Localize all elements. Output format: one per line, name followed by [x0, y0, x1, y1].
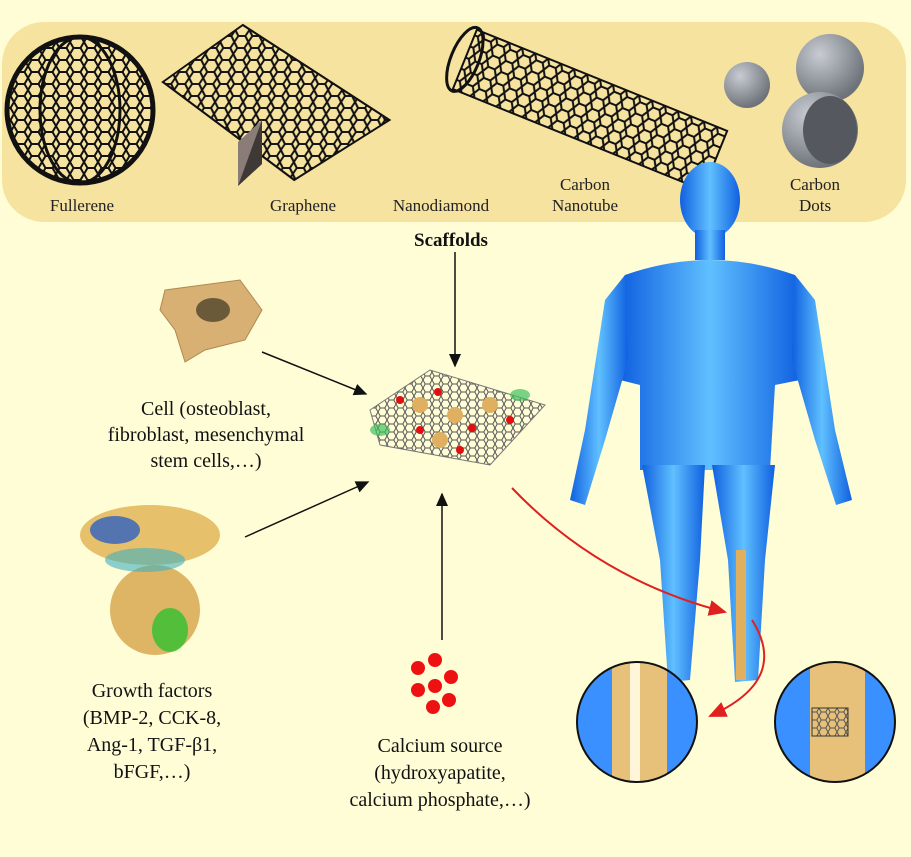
input-arrows	[244, 252, 461, 640]
cell-icon	[159, 279, 263, 363]
cell-label-1: Cell (osteoblast,	[141, 398, 271, 420]
growth-label-4: bFGF,…)	[114, 761, 191, 783]
growth-label-1: Growth factors	[92, 680, 213, 702]
calcium-particles-icon	[411, 653, 458, 714]
calcium-label-1: Calcium source	[378, 735, 503, 757]
carbon-dots-icon	[724, 34, 864, 168]
calcium-label-2: (hydroxyapatite,	[374, 762, 506, 784]
growth-label-2: (BMP-2, CCK-8,	[83, 707, 221, 729]
nanodiamond-icon	[238, 120, 262, 186]
nanotube-label-1: Carbon	[560, 175, 611, 194]
cell-label-3: stem cells,…)	[150, 450, 261, 472]
nanodiamond-label: Nanodiamond	[393, 196, 490, 215]
cell-label-2: fibroblast, mesenchymal	[108, 424, 305, 446]
human-body-figure	[570, 162, 852, 682]
implant-arrows	[511, 487, 766, 717]
carbon-dots-label-2: Dots	[799, 196, 831, 215]
carbon-dots-label-1: Carbon	[790, 175, 841, 194]
leg-bone	[736, 550, 746, 680]
scaffold-implant-zoom	[774, 661, 896, 783]
carbon-nanotube-icon	[445, 25, 729, 192]
calcium-label-3: calcium phosphate,…)	[349, 789, 530, 811]
composite-scaffold-icon	[369, 369, 546, 466]
bone-defect-zoom	[576, 661, 698, 783]
growth-factor-protein-icon	[80, 505, 220, 655]
nanotube-label-2: Nanotube	[552, 196, 618, 215]
fullerene-label: Fullerene	[50, 196, 114, 215]
fullerene-icon	[4, 34, 156, 186]
graphene-label: Graphene	[270, 196, 336, 215]
growth-label-3: Ang-1, TGF-β1,	[87, 734, 217, 756]
scaffolds-label: Scaffolds	[414, 230, 488, 251]
